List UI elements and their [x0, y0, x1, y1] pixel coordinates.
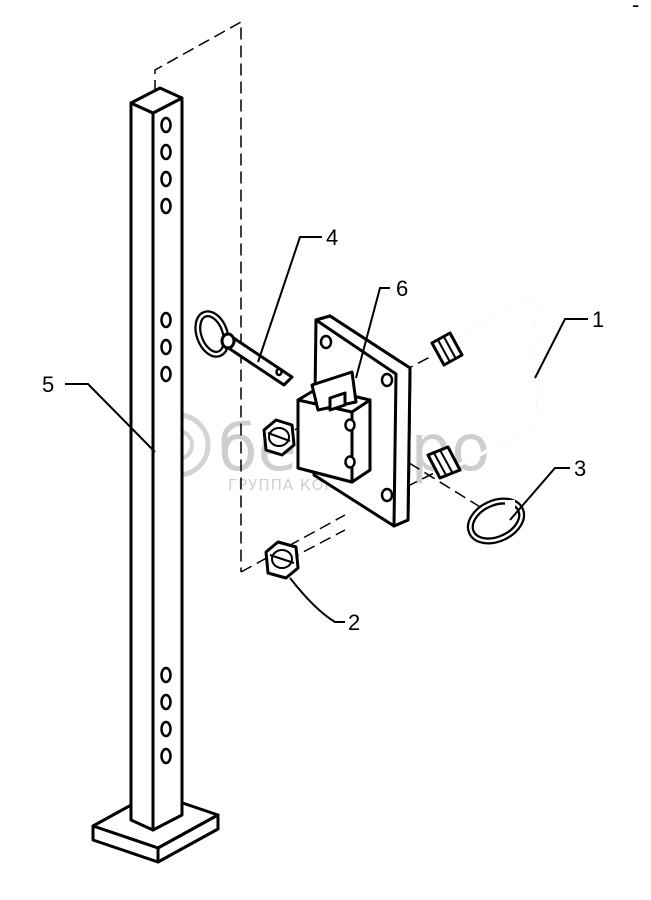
post-part-5 [91, 86, 220, 864]
callout-5: 5 [42, 372, 54, 397]
callout-1: 1 [592, 307, 604, 332]
callout-4: 4 [326, 225, 338, 250]
corner-mark: - [632, 0, 639, 17]
leader-lines [65, 236, 588, 623]
ring-part-3 [466, 497, 526, 545]
callout-2: 2 [348, 610, 360, 635]
callout-6: 6 [396, 276, 408, 301]
callout-3: 3 [574, 456, 586, 481]
pin-part-4 [194, 310, 294, 387]
bracket-part-6 [296, 314, 412, 528]
u-bolt-part-1 [426, 295, 540, 480]
nut-part-2-upper [262, 418, 296, 457]
nut-part-2-lower [264, 540, 300, 580]
